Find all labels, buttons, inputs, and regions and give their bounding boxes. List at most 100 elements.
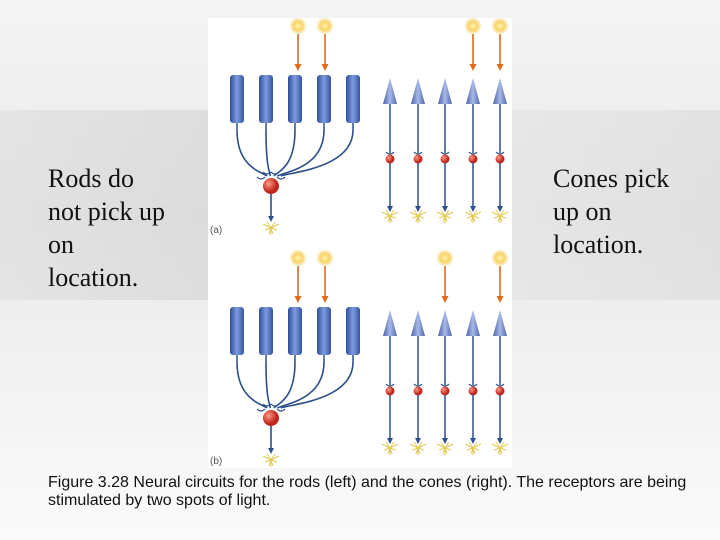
cone-ganglion-cell bbox=[413, 154, 423, 164]
rods-note: Rods do not pick up on location. bbox=[48, 164, 165, 292]
light-arrowhead bbox=[321, 64, 329, 71]
rod-ganglion-cell bbox=[263, 410, 279, 426]
rod-outer-segment bbox=[288, 307, 302, 355]
rod-axon bbox=[273, 129, 296, 177]
dendrite-branch bbox=[417, 211, 427, 217]
panel-a-label: (a) bbox=[210, 225, 223, 236]
cone-outer-segment bbox=[383, 78, 397, 104]
dendrite-branch bbox=[409, 443, 419, 449]
cone-outer-segment bbox=[493, 310, 507, 336]
synapse bbox=[262, 171, 272, 175]
light-spot bbox=[491, 18, 509, 35]
cone-outer-segment bbox=[411, 310, 425, 336]
dendrite-branch bbox=[468, 441, 474, 449]
rod-ganglion-cell bbox=[263, 178, 279, 194]
dendrite-branch bbox=[495, 441, 501, 449]
dendrite-branch bbox=[413, 209, 419, 217]
rod-axon bbox=[265, 361, 272, 409]
dendrite-branch bbox=[444, 441, 450, 449]
light-spot bbox=[289, 249, 307, 267]
rod-outer-segment bbox=[346, 307, 360, 355]
dendrite-branch bbox=[499, 209, 505, 217]
dendrite-branch bbox=[417, 209, 423, 217]
dendrite-branch bbox=[381, 211, 391, 217]
dendrite-branch bbox=[262, 455, 272, 461]
figure-drawing bbox=[230, 18, 509, 467]
cone-outer-segment bbox=[411, 78, 425, 104]
cone-output-arrow bbox=[415, 438, 421, 444]
dendrite-branch bbox=[389, 441, 395, 449]
cone-ganglion-cell bbox=[385, 386, 395, 396]
light-spot bbox=[316, 249, 334, 267]
rod-output-arrow bbox=[268, 216, 274, 222]
cone-outer-segment bbox=[493, 78, 507, 104]
cone-output-arrow bbox=[470, 438, 476, 444]
cone-ganglion-cell bbox=[440, 386, 450, 396]
panel-b-label: (b) bbox=[210, 456, 223, 467]
synapse bbox=[413, 151, 423, 155]
rod-axon bbox=[280, 129, 354, 177]
dendrite-branch bbox=[389, 211, 399, 217]
cone-ganglion-cell bbox=[495, 386, 505, 396]
dendrite-branch bbox=[417, 215, 425, 219]
dendrite-branch bbox=[466, 215, 474, 219]
synapse bbox=[468, 151, 478, 155]
dendrite-branch bbox=[438, 447, 446, 451]
rod-outer-segment bbox=[346, 75, 360, 123]
cone-outer-segment bbox=[438, 310, 452, 336]
light-arrowhead bbox=[294, 296, 302, 303]
cone-outer-segment bbox=[438, 78, 452, 104]
synapse bbox=[385, 383, 395, 387]
dendrite-branch bbox=[468, 209, 474, 217]
rod-axon bbox=[236, 361, 268, 409]
light-spot bbox=[436, 249, 454, 267]
light-spot bbox=[491, 249, 509, 267]
rod-axon bbox=[273, 361, 296, 409]
dendrite-branch bbox=[383, 447, 391, 451]
dendrite-branch bbox=[270, 453, 276, 461]
synapse bbox=[495, 383, 505, 387]
cone-output-arrow bbox=[442, 206, 448, 212]
cone-output-arrow bbox=[387, 206, 393, 212]
rod-outer-segment bbox=[230, 307, 244, 355]
rod-outer-segment bbox=[259, 307, 273, 355]
dendrite-branch bbox=[383, 215, 391, 219]
dendrite-branch bbox=[466, 447, 474, 451]
light-spot bbox=[316, 18, 334, 35]
dendrite-branch bbox=[472, 441, 478, 449]
cone-ganglion-cell bbox=[440, 154, 450, 164]
dendrite-branch bbox=[444, 443, 454, 449]
cone-ganglion-cell bbox=[468, 154, 478, 164]
dendrite-branch bbox=[499, 215, 507, 219]
dendrite-branch bbox=[499, 211, 509, 217]
light-arrowhead bbox=[496, 296, 504, 303]
rod-axon bbox=[276, 361, 325, 409]
dendrite-branch bbox=[444, 211, 454, 217]
cone-ganglion-cell bbox=[413, 386, 423, 396]
cone-output-arrow bbox=[387, 438, 393, 444]
dendrite-branch bbox=[499, 447, 507, 451]
dendrite-branch bbox=[472, 443, 482, 449]
synapse bbox=[495, 151, 505, 155]
cone-outer-segment bbox=[383, 310, 397, 336]
dendrite-branch bbox=[464, 211, 474, 217]
dendrite-branch bbox=[270, 227, 278, 231]
cone-output-arrow bbox=[442, 438, 448, 444]
dendrite-branch bbox=[270, 223, 280, 229]
synapse bbox=[256, 176, 266, 180]
dendrite-branch bbox=[264, 459, 272, 463]
dendrite-branch bbox=[495, 209, 501, 217]
cone-outer-segment bbox=[466, 310, 480, 336]
light-arrowhead bbox=[441, 296, 449, 303]
dendrite-branch bbox=[409, 211, 419, 217]
dendrite-branch bbox=[436, 443, 446, 449]
dendrite-branch bbox=[262, 223, 272, 229]
dendrite-branch bbox=[385, 209, 391, 217]
cone-output-arrow bbox=[497, 438, 503, 444]
dendrite-branch bbox=[472, 447, 480, 451]
synapse bbox=[413, 383, 423, 387]
light-spot bbox=[289, 18, 307, 35]
rod-axon bbox=[236, 129, 268, 177]
dendrite-branch bbox=[472, 211, 482, 217]
synapse bbox=[440, 383, 450, 387]
